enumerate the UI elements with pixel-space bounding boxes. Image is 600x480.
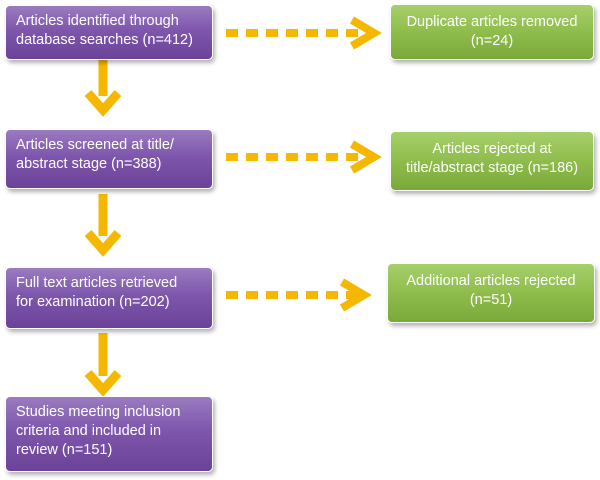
flow-arrow-down-3 (84, 333, 122, 397)
box-screened-line-1: Articles screened at title/ (16, 137, 174, 153)
box-screened: Articles screened at title/ abstract sta… (5, 129, 213, 189)
box-identified: Articles identified through database sea… (5, 5, 213, 60)
box-additional-rejected: Additional articles rejected (n=51) (387, 263, 595, 323)
box-rejected-abstract: Articles rejected at title/abstract stag… (390, 131, 594, 191)
box-rejected-abstract-line-2: title/abstract stage (n=186) (405, 160, 579, 176)
exclusion-arrow-3 (226, 278, 372, 312)
exclusion-arrow-1 (226, 16, 382, 50)
box-included-line-1: Studies meeting inclusion (16, 404, 181, 420)
box-additional-line-1: Additional articles rejected (406, 273, 576, 289)
box-included-line-2: criteria and included in (16, 423, 162, 439)
box-duplicates-line-2: (n=24) (470, 33, 514, 49)
box-full-text-line-1: Full text articles retrieved (16, 275, 178, 291)
box-full-text: Full text articles retrieved for examina… (5, 267, 213, 329)
box-rejected-abstract-line-1: Articles rejected at (432, 141, 552, 157)
box-screened-line-2: abstract stage (n=388) (16, 156, 162, 172)
box-additional-line-2: (n=51) (469, 292, 513, 308)
box-included: Studies meeting inclusion criteria and i… (5, 396, 213, 472)
flow-arrow-down-1 (84, 60, 122, 117)
box-identified-line-1: Articles identified through (16, 13, 179, 29)
box-duplicates-line-1: Duplicate articles removed (406, 14, 578, 30)
box-duplicates-removed: Duplicate articles removed (n=24) (390, 4, 594, 60)
box-full-text-line-2: for examination (n=202) (16, 294, 170, 310)
box-identified-line-2: database searches (n=412) (16, 32, 193, 48)
box-included-line-3: review (n=151) (16, 442, 113, 458)
exclusion-arrow-2 (226, 140, 382, 174)
flow-arrow-down-2 (84, 194, 122, 257)
